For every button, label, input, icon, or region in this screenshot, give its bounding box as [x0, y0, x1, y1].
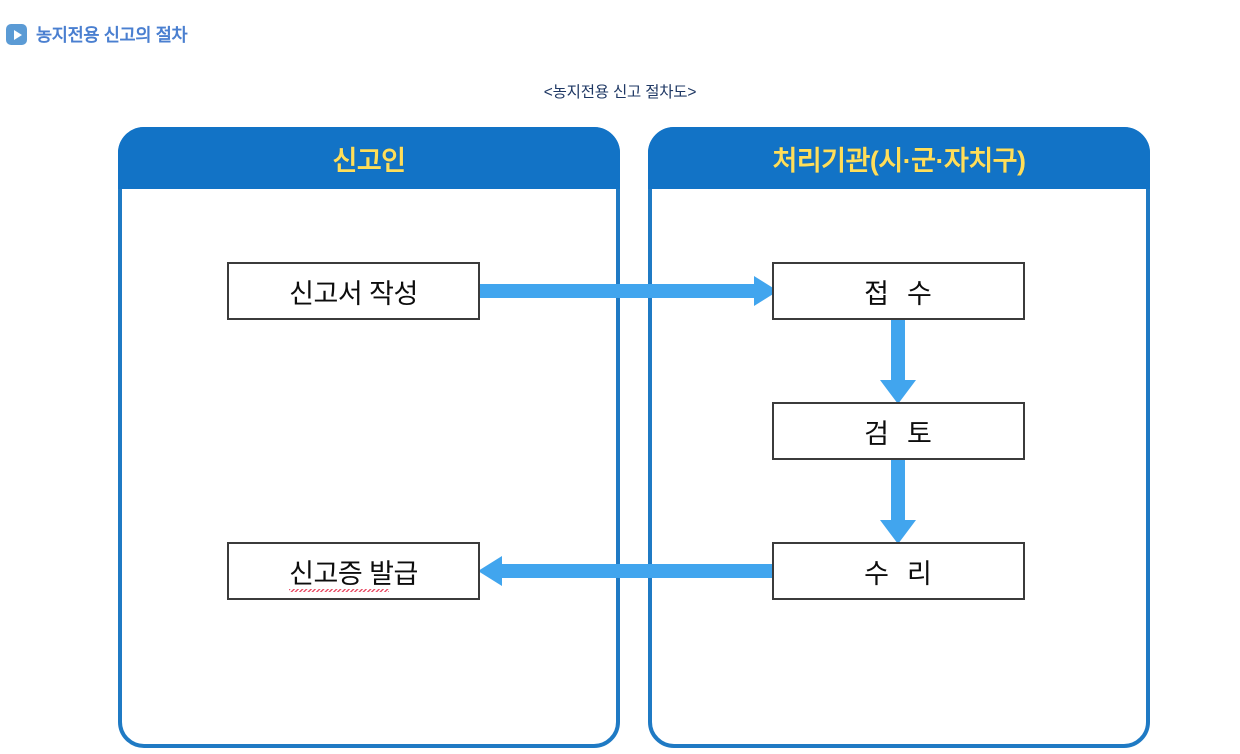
play-triangle-icon — [13, 29, 22, 40]
lane-agency-header: 처리기관(시·군·자치구) — [648, 127, 1150, 189]
process-box-issue-certificate-label: 신고증 발급 — [289, 552, 418, 592]
process-box-receipt[interactable]: 접 수 — [772, 262, 1025, 320]
lane-applicant-title: 신고인 — [332, 145, 406, 176]
page-title: 농지전용 신고의 절차 — [36, 25, 188, 45]
process-box-review-label: 검 토 — [864, 418, 933, 449]
page-heading: 농지전용 신고의 절차 — [6, 22, 188, 47]
process-box-acceptance[interactable]: 수 리 — [772, 542, 1025, 600]
arrow-write-to-receipt-icon — [478, 276, 778, 306]
process-box-issue-certificate[interactable]: 신고증 발급 — [227, 542, 480, 600]
process-box-write-application-label: 신고서 작성 — [289, 278, 418, 309]
flowchart-diagram: 신고인 처리기관(시·군·자치구) 신고서 작성 신고증 발급 접 수 검 토 … — [0, 110, 1240, 754]
lane-applicant: 신고인 — [118, 127, 620, 748]
lane-agency: 처리기관(시·군·자치구) — [648, 127, 1150, 748]
process-box-acceptance-label: 수 리 — [864, 558, 933, 589]
process-box-write-application[interactable]: 신고서 작성 — [227, 262, 480, 320]
lane-agency-title: 처리기관(시·군·자치구) — [772, 145, 1026, 176]
arrow-receipt-to-review-icon — [880, 318, 916, 404]
lane-applicant-header: 신고인 — [118, 127, 620, 189]
process-box-review[interactable]: 검 토 — [772, 402, 1025, 460]
arrow-acceptance-to-issue-icon — [478, 556, 778, 586]
process-box-receipt-label: 접 수 — [864, 278, 933, 309]
play-badge-icon — [6, 24, 27, 45]
arrow-review-to-acceptance-icon — [880, 458, 916, 544]
figure-caption: <농지전용 신고 절차도> — [543, 84, 697, 101]
